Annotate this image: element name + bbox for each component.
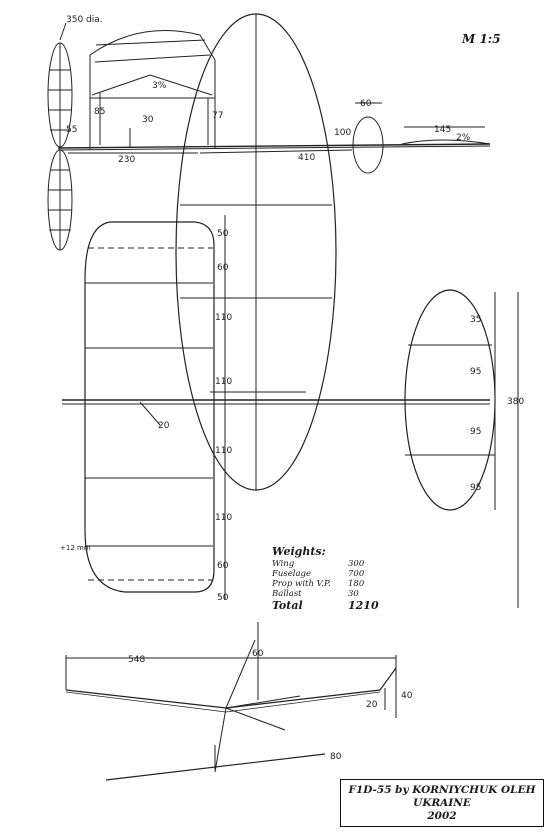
weight-label: Ballast (272, 589, 302, 599)
station-text: 50 (217, 229, 229, 239)
side-view (57, 30, 491, 174)
dim-text: 40 (401, 691, 413, 701)
dim-text: 30 (142, 115, 154, 125)
wing-plan (62, 13, 490, 600)
dim-text: 20 (158, 421, 170, 431)
dim-text: 20 (366, 700, 378, 710)
dim-text: 100 (334, 128, 351, 138)
weight-value: 30 (348, 589, 359, 599)
dim-text: 80 (330, 752, 342, 762)
dim-text: 60 (252, 649, 264, 659)
total-value: 1210 (348, 599, 379, 612)
station-text: 110 (215, 513, 232, 523)
dim-text: 3% (152, 81, 167, 91)
dim-text: +12 mm (60, 544, 91, 552)
weights-row: Wing 300 (272, 559, 388, 569)
weights-row: Prop with V.P. 180 (272, 579, 388, 589)
dim-text: 548 (128, 655, 145, 665)
weight-value: 700 (348, 569, 365, 579)
weights-title: Weights: (272, 545, 326, 558)
dim-text: 380 (507, 397, 524, 407)
prop-dia-label: 350 dia. (66, 15, 103, 25)
credit-line: 2002 (427, 810, 457, 822)
scale-label: M 1:5 (462, 32, 501, 46)
stabilizer-plan (404, 289, 519, 608)
dim-text: 60 (360, 99, 372, 109)
station-text: 60 (217, 561, 229, 571)
weights-total-row: Total 1210 (272, 599, 388, 613)
station-text: 110 (215, 446, 232, 456)
dim-text: 230 (118, 155, 135, 165)
credit-box: F1D-55 by KORNIYCHUK OLEH UKRAINE 2002 (340, 779, 544, 827)
station-text: 35 (470, 315, 481, 325)
weight-label: Prop with V.P. (272, 579, 331, 589)
front-view (65, 622, 397, 781)
dim-text: 85 (94, 107, 105, 117)
credit-line: UKRAINE (413, 797, 471, 809)
weights-table: Weights: Wing 300 Fuselage 700 Prop with… (272, 545, 388, 613)
station-text: 110 (215, 377, 232, 387)
weights-row: Ballast 30 (272, 589, 388, 599)
dim-text: 2% (456, 133, 471, 143)
total-label: Total (272, 599, 303, 612)
dim-text: 77 (212, 111, 223, 121)
propeller (47, 22, 73, 251)
weight-label: Wing (272, 559, 295, 569)
station-text: 50 (217, 593, 229, 603)
dim-text: 410 (298, 153, 315, 163)
station-text: 95 (470, 367, 481, 377)
station-text: 60 (217, 263, 229, 273)
weight-value: 180 (348, 579, 365, 589)
weight-label: Fuselage (272, 569, 312, 579)
credit-line: F1D-55 by KORNIYCHUK OLEH (348, 784, 536, 796)
station-text: 95 (470, 427, 481, 437)
weights-row: Fuselage 700 (272, 569, 388, 579)
station-text: 110 (215, 313, 232, 323)
dim-text: 145 (434, 125, 451, 135)
weight-value: 300 (348, 559, 365, 569)
station-text: 95 (470, 483, 481, 493)
dim-text: 55 (66, 125, 77, 135)
